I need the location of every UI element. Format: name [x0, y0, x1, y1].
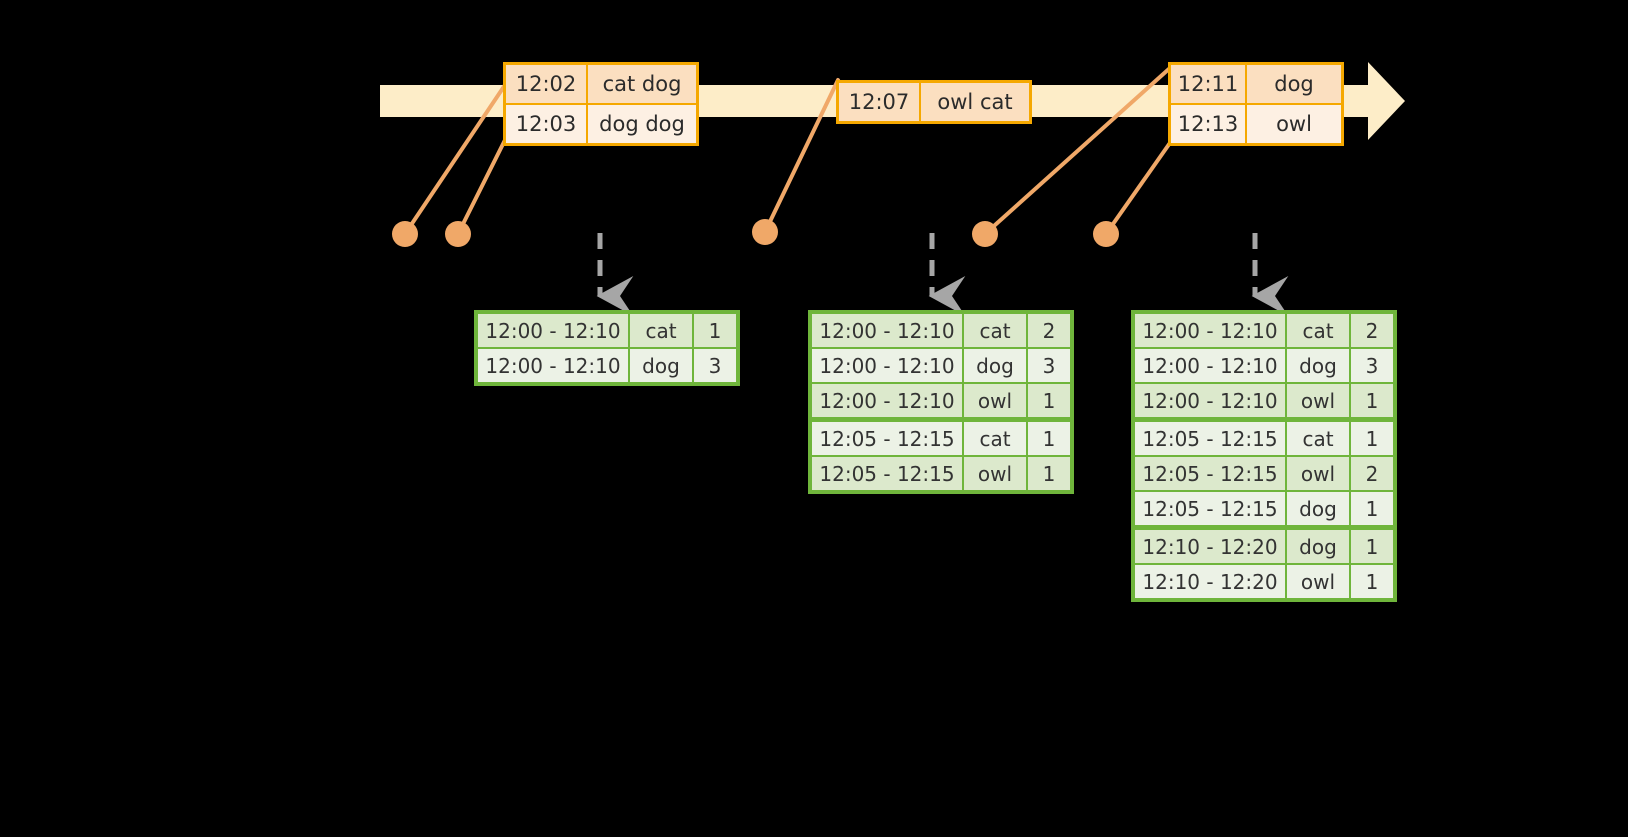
connector-line-3	[763, 78, 840, 234]
event-dot-5	[1093, 221, 1119, 247]
window-cell: 12:05 - 12:15	[812, 422, 962, 455]
word-cell: cat	[964, 314, 1026, 347]
event-dot-2	[445, 221, 471, 247]
event-words: cat dog	[588, 65, 696, 103]
count-cell: 1	[1028, 384, 1070, 417]
count-cell: 1	[1351, 384, 1393, 417]
word-cell: dog	[1287, 530, 1349, 563]
count-cell: 1	[1028, 457, 1070, 490]
window-cell: 12:00 - 12:10	[812, 349, 962, 382]
window-cell: 12:05 - 12:15	[1135, 492, 1285, 525]
word-cell: owl	[964, 457, 1026, 490]
window-cell: 12:00 - 12:10	[478, 314, 628, 347]
word-cell: dog	[1287, 492, 1349, 525]
window-cell: 12:00 - 12:10	[812, 384, 962, 417]
event-dot-3	[752, 219, 778, 245]
event-time: 12:11	[1171, 65, 1247, 103]
window-cell: 12:00 - 12:10	[1135, 384, 1285, 417]
count-cell: 1	[1351, 492, 1393, 525]
window-cell: 12:00 - 12:10	[1135, 349, 1285, 382]
word-cell: cat	[964, 422, 1026, 455]
window-cell: 12:05 - 12:15	[1135, 422, 1285, 455]
window-cell: 12:05 - 12:15	[1135, 457, 1285, 490]
count-cell: 1	[1351, 530, 1393, 563]
event-dot-4	[972, 221, 998, 247]
count-cell: 3	[694, 349, 736, 382]
word-cell: owl	[964, 384, 1026, 417]
word-cell: owl	[1287, 457, 1349, 490]
count-cell: 2	[1351, 457, 1393, 490]
count-cell: 1	[1351, 565, 1393, 598]
connector-line-1	[403, 83, 507, 236]
connector-line-2	[456, 138, 507, 236]
word-cell: dog	[964, 349, 1026, 382]
count-cell: 2	[1351, 314, 1393, 347]
window-cell: 12:00 - 12:10	[1135, 314, 1285, 347]
event-row: 12:11 dog	[1171, 65, 1341, 103]
word-cell: cat	[1287, 314, 1349, 347]
word-cell: owl	[1287, 384, 1349, 417]
count-cell: 2	[1028, 314, 1070, 347]
event-dot-1	[392, 221, 418, 247]
event-box-2[interactable]: 12:07 owl cat	[836, 80, 1032, 124]
count-cell: 1	[1028, 422, 1070, 455]
window-cell: 12:00 - 12:10	[812, 314, 962, 347]
event-words: dog	[1247, 65, 1341, 103]
window-cell: 12:10 - 12:20	[1135, 565, 1285, 598]
event-row: 12:07 owl cat	[839, 83, 1029, 121]
word-cell: cat	[630, 314, 692, 347]
count-cell: 1	[694, 314, 736, 347]
window-cell: 12:10 - 12:20	[1135, 530, 1285, 563]
event-words: owl	[1247, 105, 1341, 143]
count-cell: 3	[1028, 349, 1070, 382]
word-cell: dog	[1287, 349, 1349, 382]
word-cell: dog	[630, 349, 692, 382]
word-cell: cat	[1287, 422, 1349, 455]
event-box-1[interactable]: 12:02 cat dog 12:03 dog dog	[503, 62, 699, 146]
word-cell: owl	[1287, 565, 1349, 598]
window-cell: 12:00 - 12:10	[478, 349, 628, 382]
event-row: 12:13 owl	[1171, 103, 1341, 143]
count-cell: 3	[1351, 349, 1393, 382]
event-words: owl cat	[921, 83, 1029, 121]
event-row: 12:02 cat dog	[506, 65, 696, 103]
event-words: dog dog	[588, 105, 696, 143]
window-cell: 12:05 - 12:15	[812, 457, 962, 490]
event-time: 12:13	[1171, 105, 1247, 143]
event-time: 12:07	[839, 83, 921, 121]
event-time: 12:02	[506, 65, 588, 103]
event-row: 12:03 dog dog	[506, 103, 696, 143]
count-cell: 1	[1351, 422, 1393, 455]
event-box-3[interactable]: 12:11 dog 12:13 owl	[1168, 62, 1344, 146]
event-time: 12:03	[506, 105, 588, 143]
connector-line-5	[1104, 138, 1174, 236]
